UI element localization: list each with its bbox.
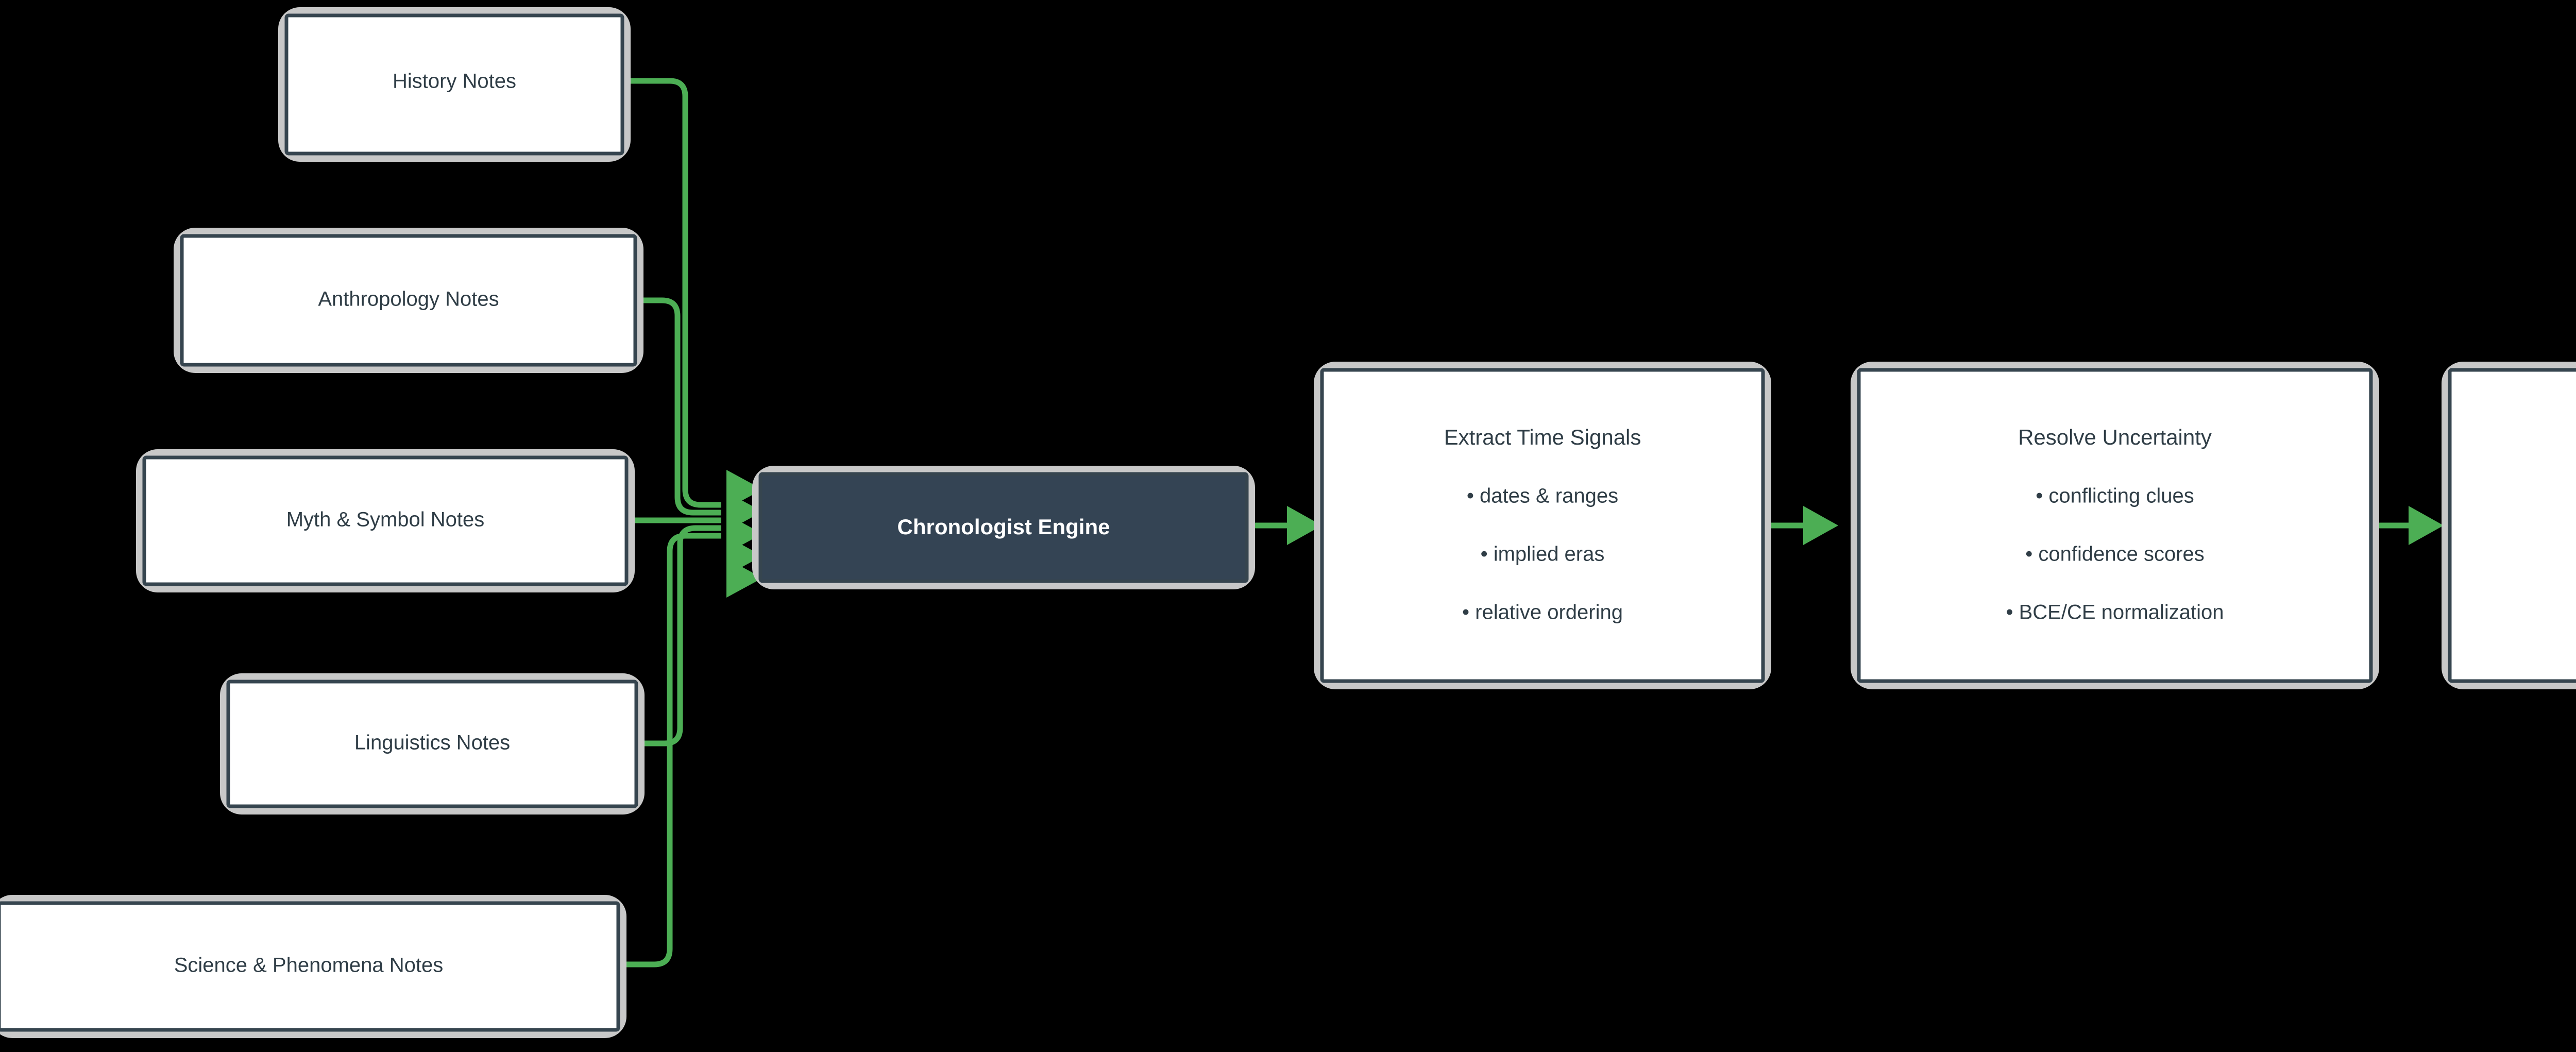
- source-node-linguistics[interactable]: Linguistics Notes: [220, 673, 645, 815]
- science-node-box[interactable]: [0, 901, 620, 1032]
- resolve-node-title: Resolve Uncertainty: [2018, 425, 2212, 449]
- history-node-halo: [278, 7, 631, 162]
- edge-history-to-engine: [625, 78, 721, 508]
- extract-node-box[interactable]: [1320, 368, 1765, 683]
- engine-node[interactable]: Chronologist Engine: [752, 466, 1255, 589]
- stage-node-equalize[interactable]: Era Equalization • align across cultures…: [2442, 362, 2576, 689]
- history-node-label: History Notes: [393, 70, 516, 93]
- extract-node-bullet-3: • relative ordering: [1462, 601, 1623, 624]
- resolve-node-bullet-3: • BCE/CE normalization: [2006, 601, 2224, 624]
- anthropology-node-label: Anthropology Notes: [318, 288, 499, 311]
- anthropology-node-halo: [174, 228, 643, 373]
- edge-anthropology-to-engine: [638, 297, 721, 516]
- engine-node-halo: [752, 466, 1255, 589]
- science-node-halo: [0, 895, 626, 1038]
- resolve-node-halo: [1851, 362, 2379, 689]
- engine-node-label: Chronologist Engine: [897, 515, 1110, 539]
- linguistics-node-box[interactable]: [226, 680, 638, 808]
- edge-science-to-engine: [623, 533, 721, 968]
- equalize-node-halo: [2442, 362, 2576, 689]
- myth-node-halo: [136, 449, 635, 592]
- stage-node-extract[interactable]: Extract Time Signals • dates & ranges • …: [1314, 362, 1771, 689]
- myth-node-box[interactable]: [142, 455, 629, 586]
- source-node-science[interactable]: Science & Phenomena Notes: [0, 895, 626, 1038]
- edges-sources-to-engine: [623, 78, 762, 968]
- edges-pipeline: [1252, 506, 2444, 545]
- extract-node-halo: [1314, 362, 1771, 689]
- extract-node-bullet-1: • dates & ranges: [1467, 485, 1618, 507]
- equalize-node-box[interactable]: [2448, 368, 2576, 683]
- anthropology-node-box[interactable]: [180, 234, 637, 367]
- extract-node-bullet-2: • implied eras: [1481, 543, 1605, 566]
- stage-node-resolve[interactable]: Resolve Uncertainty • conflicting clues …: [1851, 362, 2379, 689]
- extract-node-title: Extract Time Signals: [1444, 425, 1641, 449]
- source-node-myth[interactable]: Myth & Symbol Notes: [136, 449, 635, 592]
- linguistics-node-halo: [220, 673, 645, 815]
- arrowhead-into-resolve: [1803, 506, 1838, 545]
- arrowhead-into-extract: [1287, 506, 1322, 545]
- resolve-node-bullet-1: • conflicting clues: [2036, 485, 2194, 507]
- myth-node-label: Myth & Symbol Notes: [286, 508, 485, 531]
- engine-node-box[interactable]: [758, 472, 1249, 583]
- arrowhead-into-equalize: [2409, 506, 2444, 545]
- resolve-node-bullet-2: • confidence scores: [2025, 543, 2205, 566]
- linguistics-node-label: Linguistics Notes: [354, 732, 510, 754]
- edge-linguistics-to-engine: [641, 525, 721, 746]
- resolve-node-box[interactable]: [1857, 368, 2373, 683]
- source-node-anthropology[interactable]: Anthropology Notes: [174, 228, 643, 373]
- arrowhead-into-engine-5: [726, 558, 762, 598]
- history-node-box[interactable]: [284, 13, 624, 156]
- science-node-label: Science & Phenomena Notes: [174, 954, 444, 977]
- source-node-history[interactable]: History Notes: [278, 7, 631, 162]
